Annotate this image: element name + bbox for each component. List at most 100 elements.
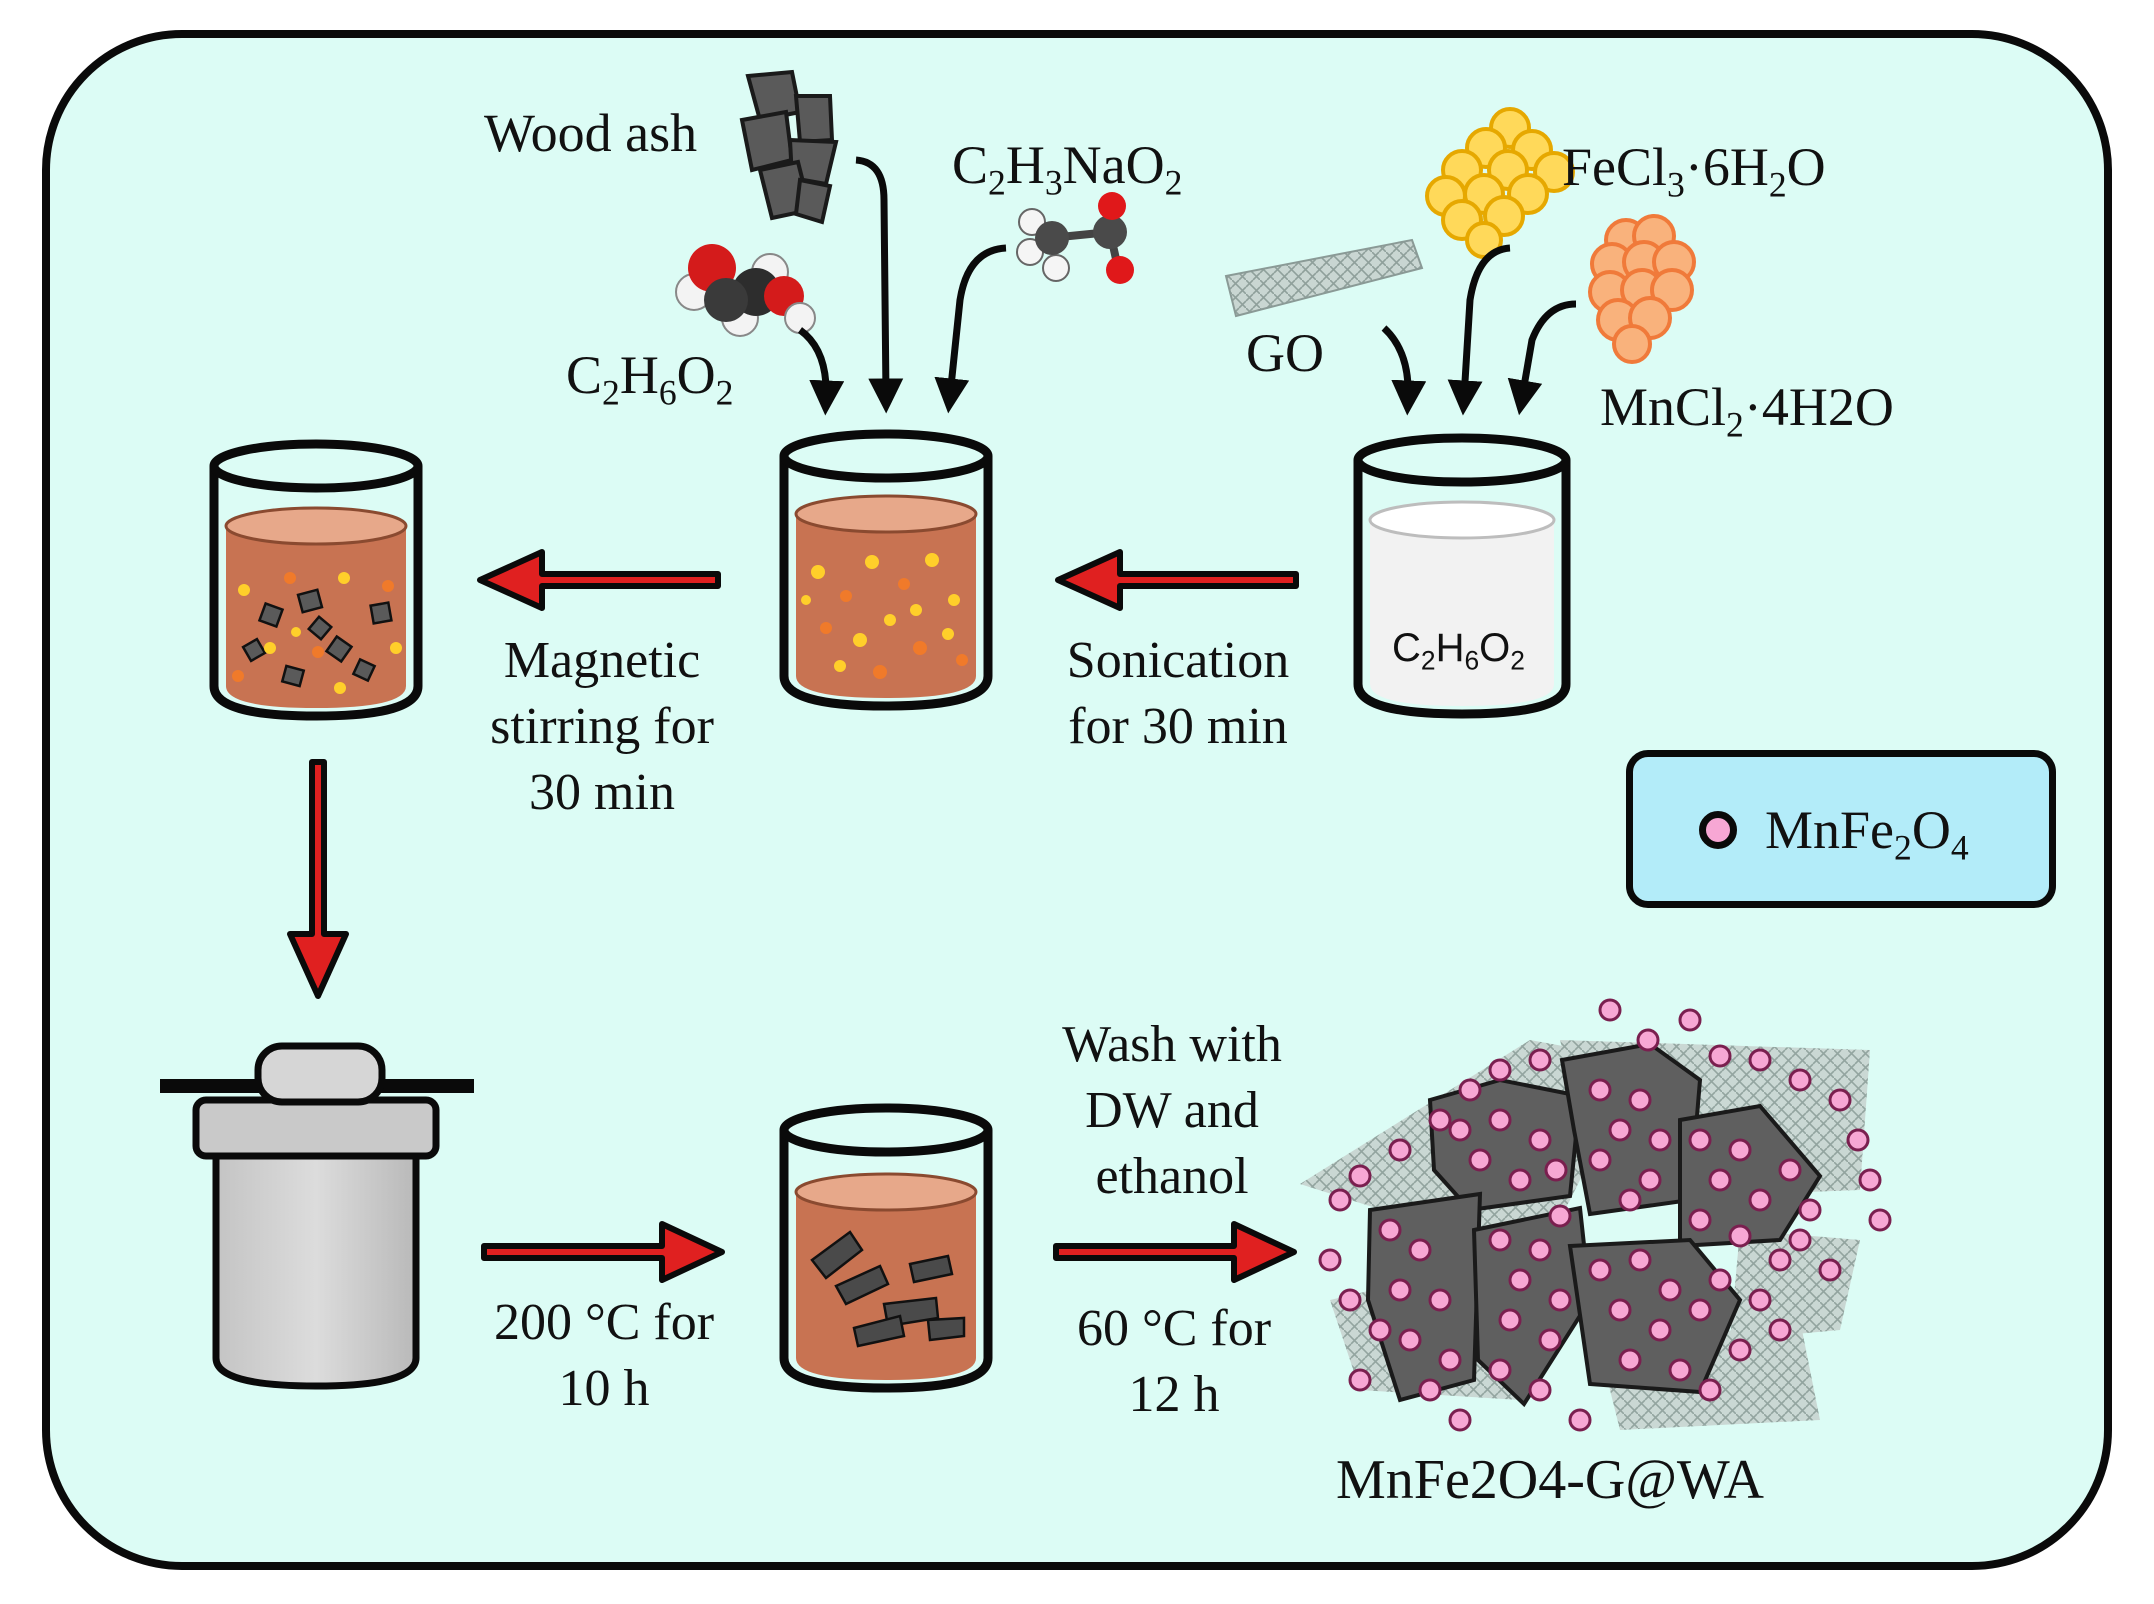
legend-label: MnFe2O4 <box>1765 800 1969 868</box>
ethylene-glycol-molecule-icon <box>675 244 816 337</box>
mnfe2o4-particle <box>1608 1118 1632 1142</box>
mnfe2o4-particle <box>1388 1138 1412 1162</box>
mnfe2o4-particle <box>1688 1128 1712 1152</box>
mnfe2o4-particle <box>1788 1068 1812 1092</box>
mnfe2o4-particle <box>1748 1288 1772 1312</box>
mnfe2o4-particle <box>1688 1208 1712 1232</box>
mnfe2o4-particle <box>1608 1298 1632 1322</box>
product-composite-icon <box>1300 1040 1870 1430</box>
mnfe2o4-particle <box>1688 1298 1712 1322</box>
sodium-acetate-molecule-icon <box>1016 192 1134 284</box>
mnfe2o4-particle <box>1588 1258 1612 1282</box>
left-beaker-contents <box>232 572 402 694</box>
go-text: GO <box>1246 323 1324 383</box>
mnfe2o4-particle <box>1828 1088 1852 1112</box>
graphene-oxide-sheet-icon <box>1224 238 1424 318</box>
mnfe2o4-particle <box>1378 1218 1402 1242</box>
mnfe2o4-particle <box>1488 1058 1512 1082</box>
mnfe2o4-particle <box>1708 1044 1732 1068</box>
mnfe2o4-particle <box>1798 1198 1822 1222</box>
label-fecl3: FeCl3·6H2O <box>1562 137 1826 205</box>
autoclave-icon <box>160 1042 474 1390</box>
go-arrow <box>1381 325 1427 416</box>
mnfe2o4-particle <box>1618 1348 1642 1372</box>
mnfe2o4-particle <box>1388 1278 1412 1302</box>
mnfe2o4-particle <box>1648 1318 1672 1342</box>
bottom-beaker-composites <box>810 1230 966 1348</box>
mnfe2o4-particle <box>1648 1128 1672 1152</box>
mnfe2o4-particle <box>1448 1408 1472 1432</box>
mnfe2o4-particle <box>1418 1378 1442 1402</box>
mnfe2o4-particle <box>1338 1288 1362 1312</box>
mnfe2o4-particle <box>1728 1138 1752 1162</box>
mnfe2o4-particle <box>1488 1228 1512 1252</box>
label-go: GO <box>1246 326 1324 380</box>
wood-ash-pieces-icon <box>739 69 839 225</box>
mnfe2o4-particle <box>1538 1328 1562 1352</box>
heating-arrow <box>481 1221 725 1283</box>
product-text: MnFe2O4-G@WA <box>1336 1449 1764 1511</box>
mnfe2o4-particle <box>1488 1108 1512 1132</box>
mnfe2o4-particle <box>1348 1368 1372 1392</box>
legend-box: MnFe2O4 <box>1626 750 2056 908</box>
mnfe2o4-particle <box>1448 1118 1472 1142</box>
mnfe2o4-particle <box>1678 1008 1702 1032</box>
mnfe2o4-particle <box>1528 1238 1552 1262</box>
mnfe2o4-particle <box>1658 1278 1682 1302</box>
washing-arrow <box>1053 1221 1297 1283</box>
beaker-stirred-mixture <box>209 439 423 721</box>
mnfe2o4-particle <box>1728 1338 1752 1362</box>
mnfe2o4-particle <box>1638 1168 1662 1192</box>
label-ethylene-glycol: C2H6O2 <box>566 345 734 413</box>
mnfe2o4-particle <box>1858 1168 1882 1192</box>
mnfe2o4-particle <box>1438 1348 1462 1372</box>
mnfe2o4-particle <box>1458 1078 1482 1102</box>
mnfe2o4-particle <box>1778 1158 1802 1182</box>
mnfe2o4-particle <box>1468 1148 1492 1172</box>
mnfe2o4-particle <box>1768 1318 1792 1342</box>
ethylene-glycol-arrow <box>797 327 845 416</box>
beaker-c2h6o2 <box>1353 433 1571 719</box>
middle-beaker-particles <box>801 553 968 679</box>
mnfe2o4-particle <box>1636 1028 1660 1052</box>
mnfe2o4-particle <box>1708 1168 1732 1192</box>
fecl3-arrow <box>1447 244 1511 416</box>
mnfe2o4-particle <box>1508 1268 1532 1292</box>
mnfe2o4-particle <box>1618 1188 1642 1212</box>
legend-particle-icon <box>1699 811 1737 849</box>
mnfe2o4-particle <box>1698 1378 1722 1402</box>
mnfe2o4-particle <box>1768 1248 1792 1272</box>
mnfe2o4-particle <box>1846 1128 1870 1152</box>
label-wood-ash: Wood ash <box>484 106 697 160</box>
mnfe2o4-particle <box>1598 998 1622 1022</box>
fecl3-cluster-icon <box>1425 107 1575 259</box>
mnfe2o4-particle <box>1528 1128 1552 1152</box>
mnfe2o4-particle <box>1728 1224 1752 1248</box>
mnfe2o4-particle <box>1818 1258 1842 1282</box>
mnfe2o4-particle <box>1408 1238 1432 1262</box>
wood-ash-text: Wood ash <box>484 103 698 163</box>
mnfe2o4-particle <box>1708 1268 1732 1292</box>
mnfe2o4-particle <box>1528 1378 1552 1402</box>
mnfe2o4-particle <box>1428 1288 1452 1312</box>
mnfe2o4-particle <box>1588 1148 1612 1172</box>
beaker-after-heating <box>779 1103 993 1393</box>
mnfe2o4-particle <box>1498 1308 1522 1332</box>
mnfe2o4-particle <box>1748 1188 1772 1212</box>
mnfe2o4-particle <box>1788 1228 1812 1252</box>
mnfe2o4-particle <box>1548 1204 1572 1228</box>
mnfe2o4-particle <box>1488 1358 1512 1382</box>
mnfe2o4-particle <box>1428 1108 1452 1132</box>
mnfe2o4-particle <box>1318 1248 1342 1272</box>
sodium-acetate-arrow <box>934 244 1007 414</box>
label-product: MnFe2O4-G@WA <box>1336 1452 1764 1508</box>
mncl2-arrow <box>1507 300 1577 416</box>
beaker-solvent-label: C2H6O2 <box>1392 626 1525 676</box>
mnfe2o4-particle <box>1398 1328 1422 1352</box>
